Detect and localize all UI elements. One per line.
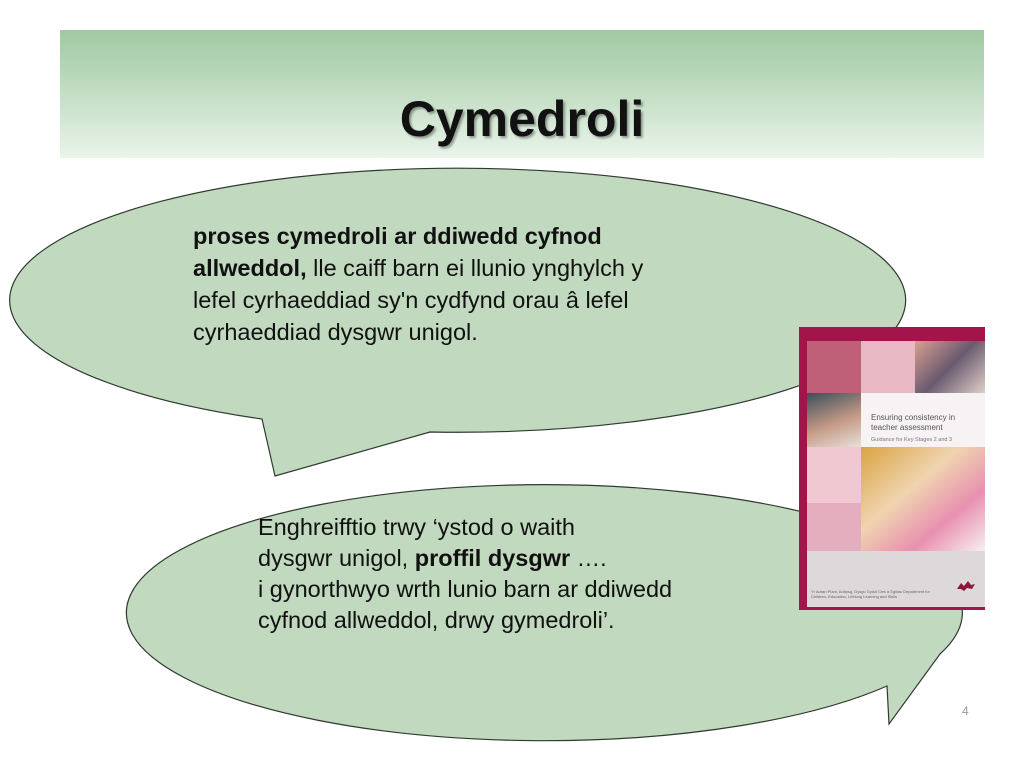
bubble-bottom-line4: cyfnod allweddol, drwy gymedroli’. [258,607,615,633]
speech-bubble-top [9,167,907,477]
cover-tile-white [861,393,985,447]
cover-tile-pink-low [807,503,861,551]
bubble-top-bold-term: allweddol, [193,255,307,281]
welsh-dragon-icon [957,581,975,591]
cover-footer-band [807,551,985,607]
booklet-cover-image: Ensuring consistency in teacher assessme… [799,327,985,610]
bubble-top-line4: cyrhaeddiad dysgwr unigol. [193,319,478,345]
cover-photo-students [915,341,985,393]
bubble-top-text: proses cymedroli ar ddiwedd cyfnod allwe… [193,220,793,348]
bubble-bottom-line3: i gynorthwyo wrth lunio barn ar ddiwedd [258,576,673,602]
cover-tile-pink-light [861,341,915,393]
page-number: 4 [962,704,969,718]
bubble-bottom-line2-post: …. [570,545,607,571]
cover-title: Ensuring consistency in teacher assessme… [871,413,956,432]
cover-photo-student [807,393,861,447]
slide-title: Cymedroli [399,91,645,147]
cover-subtitle: Guidance for Key Stages 2 and 3 [871,437,953,443]
cover-footer-text: Yr Adran Plant, Addysg, Dysgu Gydol Oes … [811,589,930,599]
cover-tile-pink-dark [807,341,861,393]
bubble-bottom-line2-pre: dysgwr unigol, [258,545,415,571]
cover-tile-pink-mid [807,447,861,503]
bubble-bottom-line1: Enghreifftio trwy ‘ystod o waith [258,514,575,540]
title-band: Cymedroli [60,30,984,158]
bubble-bottom-text: Enghreifftio trwy ‘ystod o waith dysgwr … [258,512,798,636]
bubble-bottom-bold-term: proffil dysgwr [414,545,571,571]
cover-photo-girl-writing [861,447,985,551]
bubble-top-line3: lefel cyrhaeddiad sy'n cydfynd orau â le… [193,287,629,313]
booklet-cover-inner: Ensuring consistency in teacher assessme… [807,341,985,607]
bubble-top-line2-text: lle caiff barn ei llunio ynghylch y [306,255,644,281]
bubble-top-bold-line: proses cymedroli ar ddiwedd cyfnod [193,223,602,249]
